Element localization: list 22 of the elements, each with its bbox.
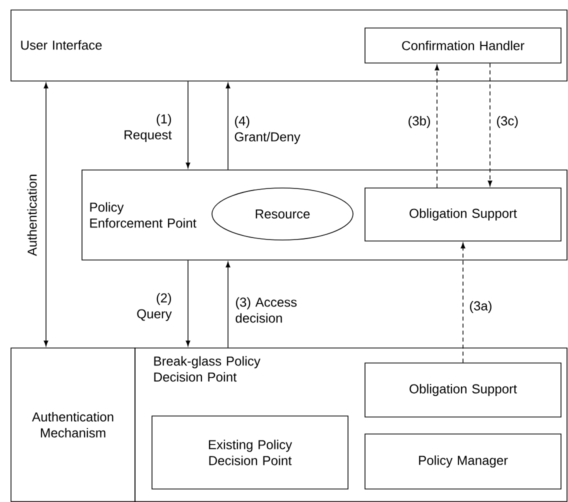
component-box: Obligation Support xyxy=(364,362,562,418)
component-box: Confirmation Handler xyxy=(364,28,562,64)
arrow xyxy=(186,260,190,346)
arrow xyxy=(226,82,230,170)
edge-label: (3c) xyxy=(497,116,518,128)
edge-label: Authentication xyxy=(27,174,37,256)
arrow xyxy=(434,64,440,188)
edge-label: (2) Query xyxy=(137,292,172,321)
edge-label: (3a) xyxy=(470,300,492,314)
component-box: Existing Policy Decision Point xyxy=(152,416,348,490)
component-box: Obligation Support xyxy=(364,188,562,242)
arrow xyxy=(460,242,466,363)
arrow xyxy=(44,82,48,346)
arrow xyxy=(186,81,190,168)
arrow xyxy=(226,262,230,348)
edge-label: (3b) xyxy=(408,116,430,128)
arrow xyxy=(488,63,492,186)
mechanism-box: Authentication Mechanism xyxy=(10,348,136,502)
edge-label: (3) Access decision xyxy=(236,297,297,323)
component-box: Policy Manager xyxy=(364,434,562,490)
edge-label: (4) Grant/Deny xyxy=(234,116,300,144)
edge-label: (1) Request xyxy=(124,114,172,142)
